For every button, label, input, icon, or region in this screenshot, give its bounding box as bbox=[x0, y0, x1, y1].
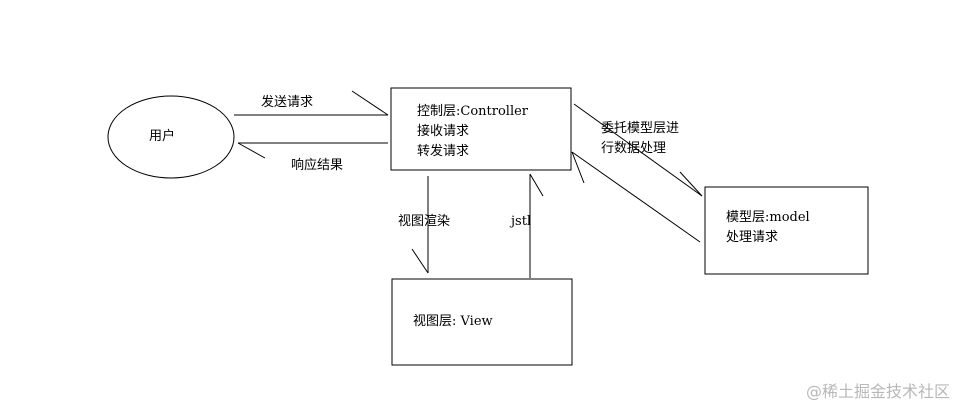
watermark: @稀土掘金技术社区 bbox=[805, 382, 950, 401]
edge-jstl bbox=[529, 173, 544, 278]
edge-label-jstl: jstl bbox=[511, 214, 532, 229]
view-label: 视图层: View bbox=[413, 312, 493, 332]
edge-label-delegate-line1: 委托模型层进 bbox=[601, 121, 680, 136]
edge-delegate-model bbox=[573, 103, 703, 197]
edge-label-delegate-line2: 行数据处理 bbox=[601, 141, 667, 156]
controller-node-shape bbox=[390, 87, 572, 171]
edge-view-render bbox=[411, 176, 429, 274]
user-node-shape bbox=[107, 95, 235, 179]
edge-send-request bbox=[234, 90, 389, 116]
model-line-process: 处理请求 bbox=[726, 230, 779, 245]
edge-label-response-result: 响应结果 bbox=[291, 158, 344, 173]
view-title: 视图层: View bbox=[413, 314, 493, 329]
user-label: 用户 bbox=[149, 129, 176, 144]
edge-response-result bbox=[237, 142, 388, 159]
edge-model-return bbox=[571, 151, 701, 243]
edge-label-send-request: 发送请求 bbox=[261, 95, 314, 110]
controller-line-forward: 转发请求 bbox=[417, 144, 470, 159]
model-title: 模型层:model bbox=[726, 210, 810, 225]
controller-line-receive: 接收请求 bbox=[417, 124, 470, 139]
model-node-shape bbox=[704, 186, 869, 275]
edge-label-delegate-model: 委托模型层进 行数据处理 bbox=[601, 119, 679, 159]
controller-title: 控制层:Controller bbox=[417, 104, 529, 119]
view-node-shape bbox=[391, 278, 573, 366]
edge-label-view-render: 视图渲染 bbox=[398, 214, 451, 229]
model-label: 模型层:model 处理请求 bbox=[726, 208, 810, 248]
controller-label: 控制层:Controller 接收请求 转发请求 bbox=[417, 102, 528, 162]
